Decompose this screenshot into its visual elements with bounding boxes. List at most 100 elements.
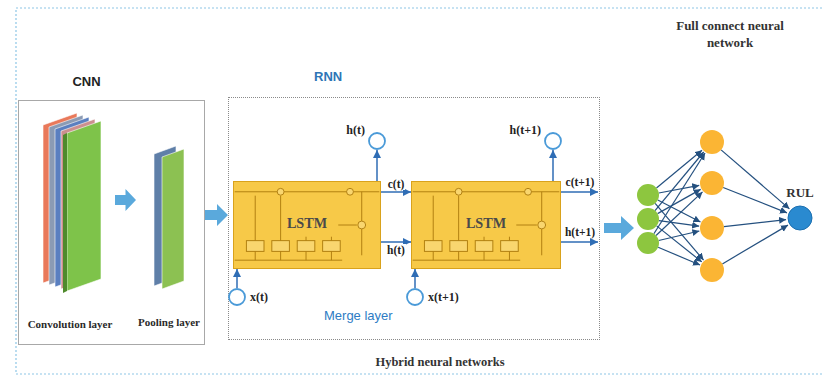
network-link <box>656 192 702 236</box>
section-title: Full connect neural network <box>665 18 795 52</box>
block-arrow <box>604 216 634 240</box>
section-title: Hybrid neural networks <box>375 355 504 370</box>
node-label: Pooling layer <box>136 316 202 329</box>
circle-shape <box>407 289 423 305</box>
circle-shape <box>369 133 385 149</box>
circle-outline <box>787 205 813 231</box>
signal-label: c(t+1) <box>565 176 596 188</box>
gate-line <box>484 237 485 241</box>
cell-state-line <box>235 191 380 192</box>
gate-line <box>433 251 434 260</box>
neural-network-illustration <box>637 130 789 282</box>
input-neuron <box>637 184 659 206</box>
outer-border <box>16 8 822 374</box>
input-circle: x(t) <box>228 288 246 306</box>
gate-box <box>297 241 315 252</box>
circle-outline <box>406 288 424 306</box>
circle-shape <box>788 206 812 230</box>
inner-arrow <box>516 225 537 226</box>
node-label: RUL <box>786 185 813 201</box>
network-link <box>659 185 699 193</box>
circle-outline <box>544 132 562 150</box>
signal-label: h(t+1) <box>564 226 596 238</box>
network-link <box>655 203 703 260</box>
pointwise-op <box>347 188 354 195</box>
cell-state-line <box>413 191 560 192</box>
node-label: LSTM <box>412 215 560 232</box>
node-caption: Merge layer <box>324 308 393 323</box>
input-circle: x(t+1) <box>406 288 424 306</box>
gate-line <box>484 251 485 260</box>
output-circle: h(t) <box>368 132 386 150</box>
circle-outline <box>228 288 246 306</box>
input-line <box>235 260 343 261</box>
gate-line <box>255 196 256 241</box>
network-link <box>722 225 788 264</box>
gate-box <box>272 241 290 252</box>
circle-shape <box>229 289 245 305</box>
gate-line <box>331 251 332 260</box>
pooling-layer: Pooling layer <box>136 141 202 331</box>
gate-box <box>424 241 442 252</box>
node-label: Convolution layer <box>25 318 115 331</box>
input-neuron <box>637 208 659 230</box>
edge-label: c(t) <box>387 178 406 190</box>
gate-box <box>246 241 264 252</box>
node-label: RNN <box>314 69 342 84</box>
gate-line <box>255 251 256 260</box>
network-link <box>659 231 700 241</box>
pointwise-op <box>538 221 546 229</box>
node-label: h(t+1) <box>510 123 542 138</box>
network-link <box>658 247 700 265</box>
gate-line <box>306 237 307 241</box>
layer-sheets <box>25 113 115 333</box>
gate-box <box>475 241 493 252</box>
node-label: h(t) <box>346 123 365 138</box>
network-link <box>654 153 705 234</box>
output-node: RUL <box>787 205 813 231</box>
connector <box>381 241 411 243</box>
network-link <box>658 200 701 222</box>
network-link <box>723 187 787 212</box>
output-arrow <box>561 241 598 243</box>
gate-line <box>509 251 510 260</box>
circle-outline <box>368 132 386 150</box>
gate-line <box>331 237 332 241</box>
gate-line <box>458 251 459 260</box>
network-link <box>724 220 786 227</box>
circle-shape <box>545 133 561 149</box>
inner-arrow <box>338 225 357 226</box>
input-neuron <box>637 232 659 254</box>
feature-map-edge <box>63 133 67 293</box>
connector <box>376 150 378 181</box>
gate-box <box>323 241 341 252</box>
gate-box <box>450 241 468 252</box>
convolution-layer: Convolution layer <box>25 113 115 333</box>
block-arrow <box>205 204 228 226</box>
rnn-block: RNNMerge layerLSTMLSTMh(t)x(t)h(t+1)x(t+… <box>228 97 600 340</box>
node-label: LSTM <box>234 215 380 232</box>
feature-map <box>162 149 184 289</box>
hidden-neuron <box>700 258 724 282</box>
hidden-neuron <box>700 216 724 240</box>
gate-line <box>509 237 510 241</box>
hidden-neuron <box>700 130 724 154</box>
output-circle: h(t+1) <box>544 132 562 150</box>
connector <box>236 269 238 288</box>
pointwise-op <box>455 188 462 195</box>
connector <box>552 150 554 181</box>
hidden-neuron <box>700 171 724 195</box>
gate-line <box>280 196 281 241</box>
gate-box <box>501 241 519 252</box>
layer-sheets <box>136 141 202 331</box>
feature-map <box>67 121 101 291</box>
gate-line <box>306 251 307 260</box>
pointwise-op <box>525 188 532 195</box>
output-arrow <box>561 191 598 193</box>
lstm-cell: LSTM <box>233 181 381 269</box>
lstm-cell: LSTM <box>411 181 561 269</box>
edge-label: h(t) <box>386 244 406 256</box>
node-label: CNN <box>19 74 154 89</box>
input-line <box>413 260 520 261</box>
